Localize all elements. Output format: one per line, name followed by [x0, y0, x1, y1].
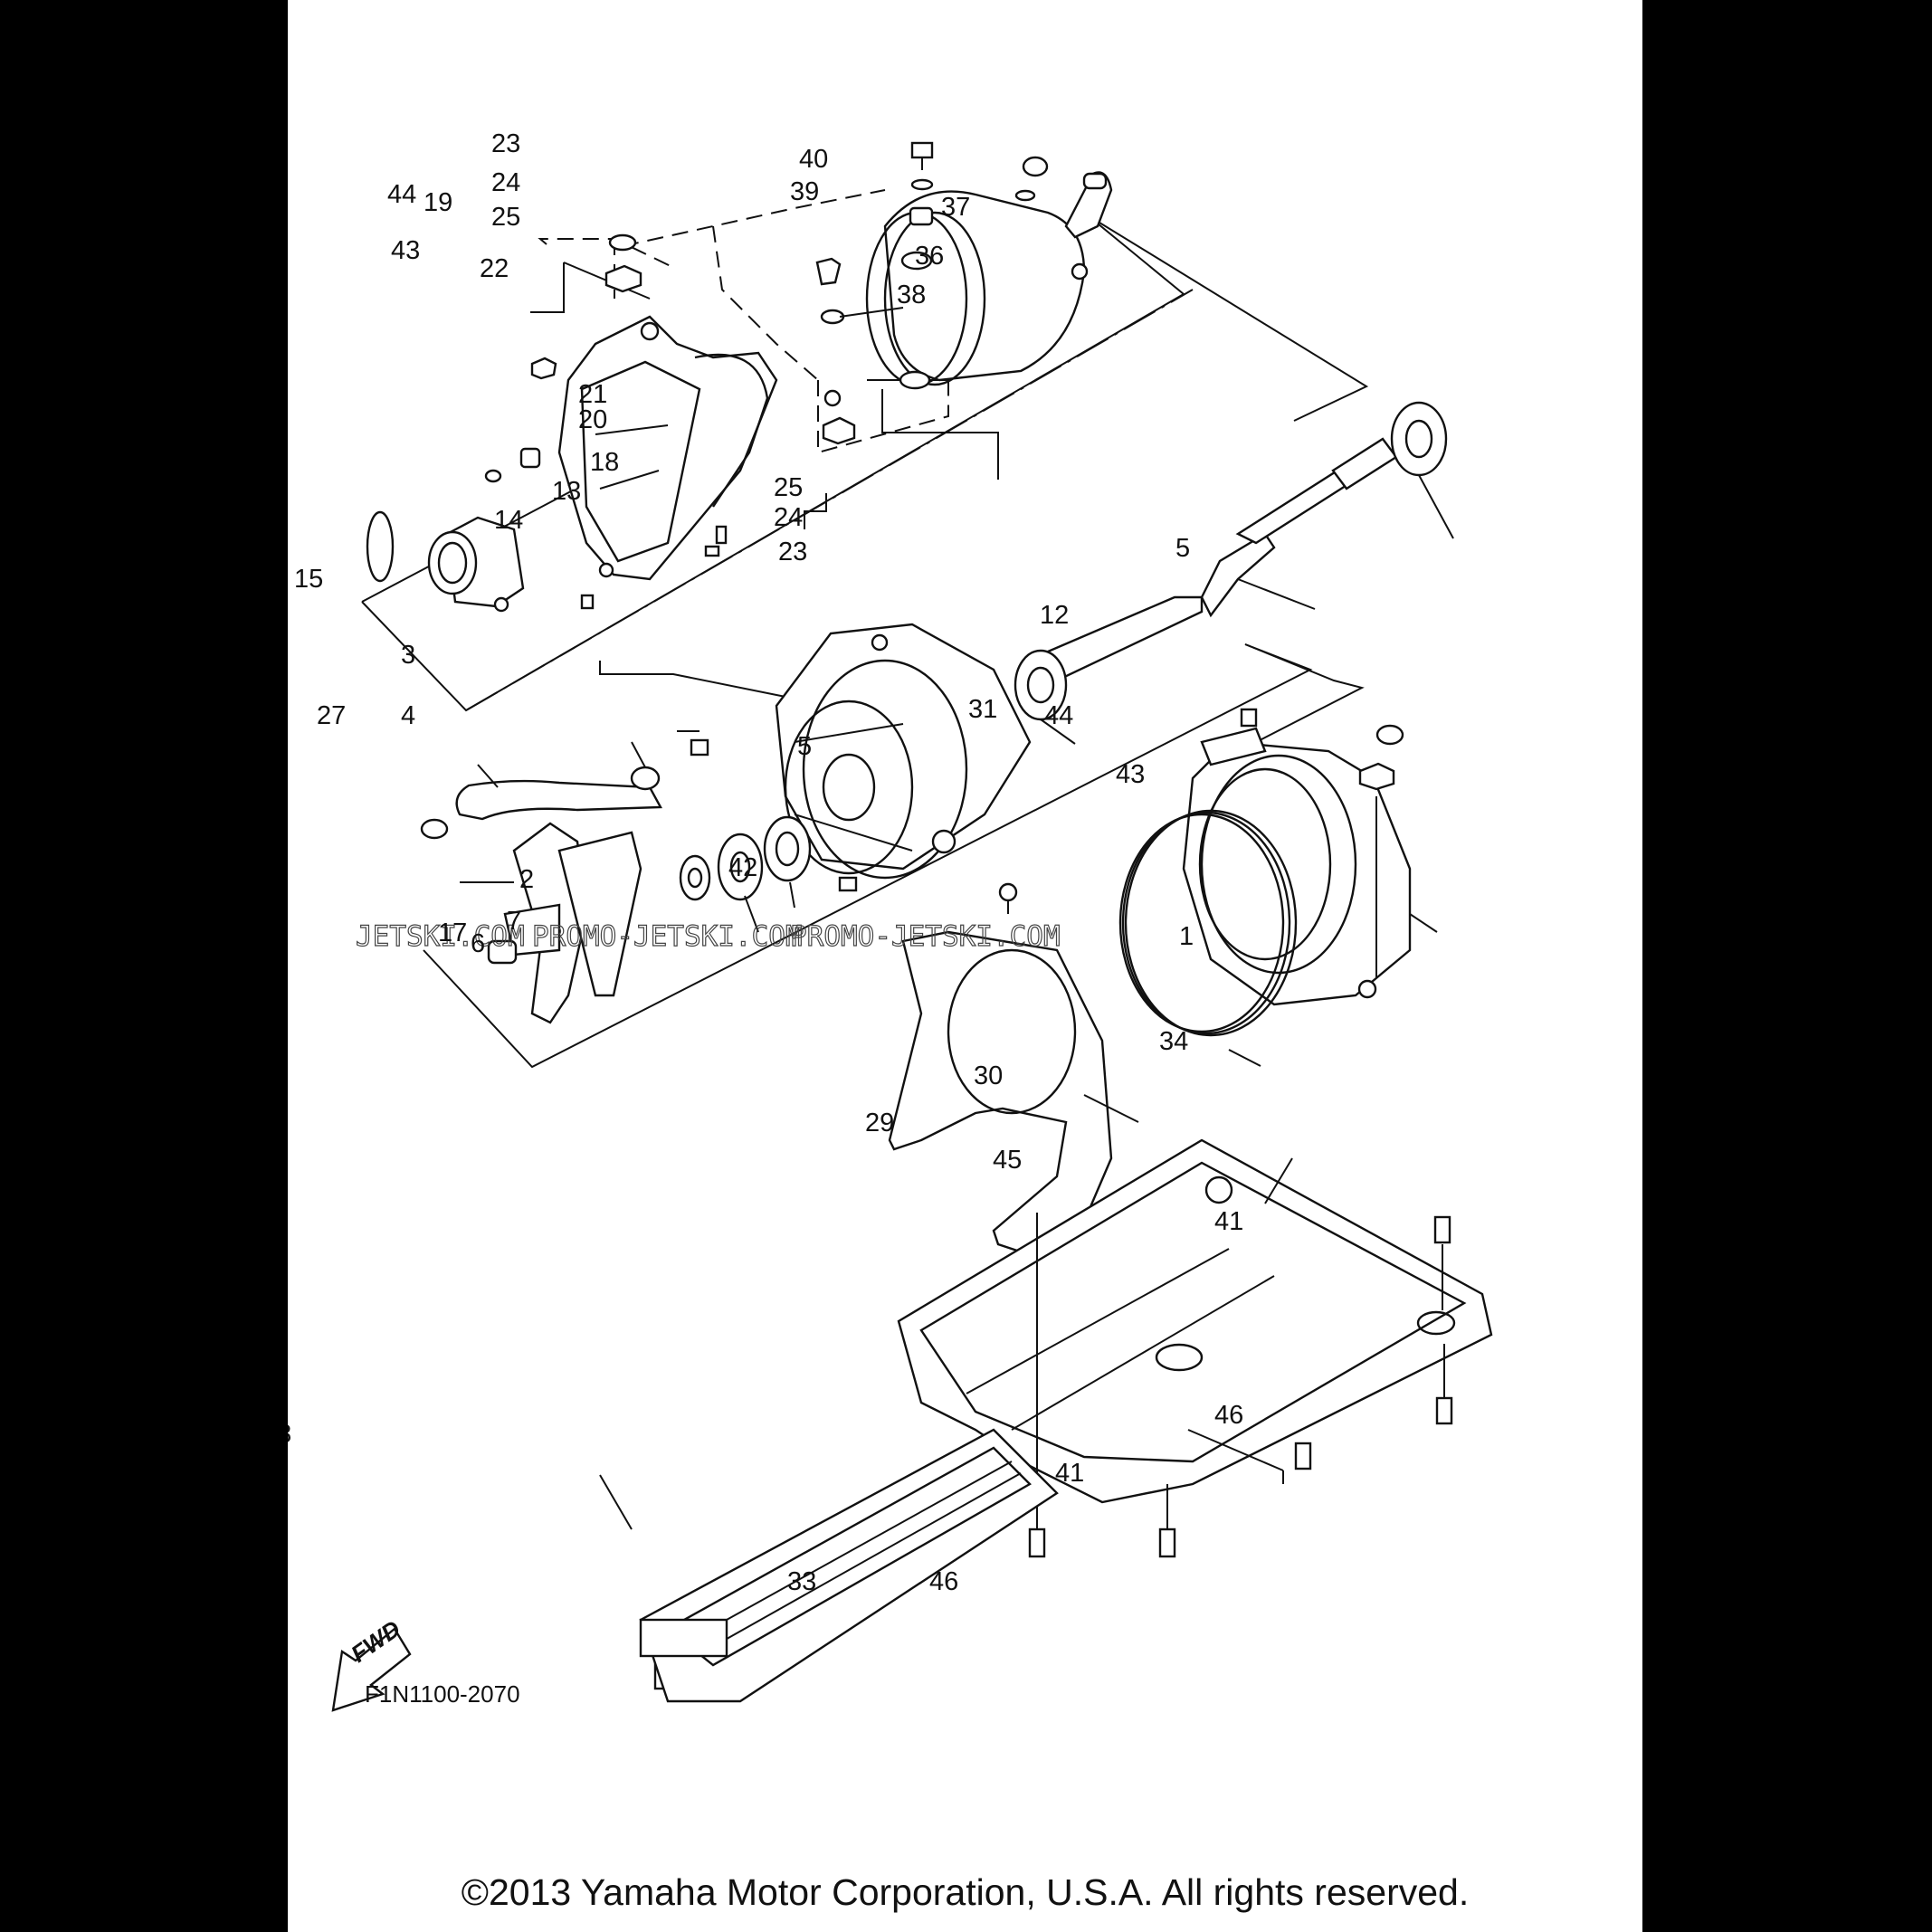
- part-number-25b: 25: [774, 473, 803, 502]
- part-number-33: 33: [787, 1567, 816, 1596]
- ring-30: [1118, 809, 1298, 1067]
- drawing-code: F1N1100-2070: [365, 1680, 520, 1708]
- part-number-6: 6: [471, 929, 485, 958]
- part-number-29: 29: [865, 1109, 894, 1137]
- hose-26: [420, 741, 662, 840]
- part-number-20: 20: [578, 405, 607, 434]
- part-number-12: 12: [1040, 601, 1069, 630]
- bearings-6-7-17: [679, 738, 858, 933]
- part-number-46b: 46: [929, 1567, 958, 1596]
- impeller-16: [460, 822, 642, 1024]
- part-number-27: 27: [317, 701, 346, 730]
- part-number-37: 37: [941, 193, 970, 222]
- part-number-24a: 24: [491, 168, 520, 197]
- part-number-31: 31: [968, 695, 997, 724]
- watermark-left: JETSKI.COM: [356, 920, 525, 953]
- part-number-1: 1: [1179, 922, 1194, 951]
- part-number-42: 42: [728, 853, 757, 882]
- part-number-17: 17: [438, 918, 467, 947]
- part-number-41a: 41: [1214, 1207, 1243, 1236]
- part-number-36: 36: [915, 242, 944, 271]
- part-number-23a: 23: [491, 129, 520, 158]
- fasteners-top: [484, 141, 1113, 610]
- part-number-24b: 24: [774, 503, 803, 532]
- duct-29: [888, 882, 1139, 1260]
- part-number-39: 39: [790, 177, 819, 206]
- part-number-2: 2: [519, 865, 534, 894]
- part-number-45: 45: [993, 1146, 1022, 1175]
- nozzle-housing: [557, 315, 778, 581]
- impeller-housing-3: [775, 623, 1032, 880]
- pump-cover-19: [820, 190, 1086, 390]
- part-number-14: 14: [494, 506, 523, 535]
- part-number-19: 19: [424, 188, 452, 217]
- plate-45: [897, 1138, 1493, 1504]
- watermark-mid: PROMO-JETSKI.COM: [532, 920, 803, 953]
- part-number-43a: 43: [391, 236, 420, 265]
- watermark: JETSKI.COM PROMO-JETSKI.COM PROMO-JETSKI…: [355, 919, 1061, 953]
- part-number-44a: 44: [387, 180, 416, 209]
- drive-shaft-12: [1014, 401, 1454, 745]
- part-number-46a: 46: [1214, 1401, 1243, 1430]
- part-number-40: 40: [799, 145, 828, 174]
- part-number-7: 7: [507, 907, 521, 936]
- part-number-5b: 5: [797, 732, 812, 761]
- part-number-38: 38: [897, 281, 926, 309]
- ride-plate-28: [599, 1428, 1059, 1703]
- nozzle-8: [366, 510, 525, 613]
- part-number-43b: 43: [1116, 760, 1145, 789]
- part-number-44b: 44: [1044, 701, 1073, 730]
- part-number-28: 28: [288, 1420, 291, 1449]
- diagram-sheet: FWD JETSKI.COM PROMO-JETSKI.COM PROMO-JE…: [288, 0, 1642, 1932]
- part-number-4: 4: [401, 701, 415, 730]
- part-number-21: 21: [578, 380, 607, 409]
- part-number-18: 18: [590, 448, 619, 477]
- liner-1: [1182, 708, 1438, 1006]
- jet-pump-exploded-diagram: FWD JETSKI.COM PROMO-JETSKI.COM PROMO-JE…: [288, 129, 1493, 1712]
- watermark-right: PROMO-JETSKI.COM: [790, 920, 1061, 953]
- part-callouts: 2324254039373638441943352234101121201813…: [288, 129, 1243, 1596]
- part-number-23b: 23: [778, 538, 807, 566]
- part-number-13: 13: [552, 477, 581, 506]
- part-number-25a: 25: [491, 203, 520, 232]
- part-number-22: 22: [480, 254, 509, 283]
- part-number-15: 15: [294, 565, 323, 594]
- part-number-5a: 5: [1175, 534, 1190, 563]
- part-number-30: 30: [974, 1061, 1003, 1090]
- part-number-3: 3: [401, 641, 415, 670]
- copyright-notice: ©2013 Yamaha Motor Corporation, U.S.A. A…: [461, 1871, 1470, 1913]
- part-number-34b: 34: [1159, 1027, 1188, 1056]
- fwd-arrow: FWD: [331, 1614, 412, 1712]
- part-number-41b: 41: [1055, 1459, 1084, 1488]
